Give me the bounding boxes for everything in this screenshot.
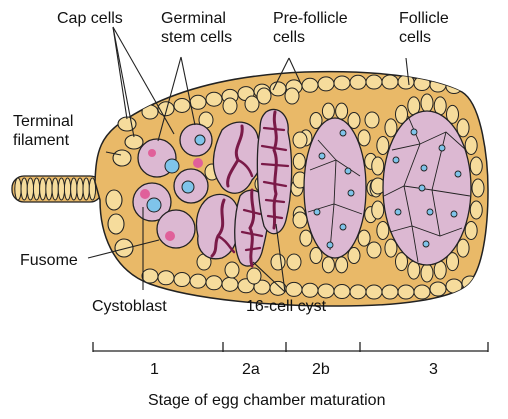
follicle-cell [372, 201, 384, 219]
filament-cell [83, 178, 89, 200]
follicle-cell [465, 137, 477, 155]
filament-cell [21, 178, 27, 200]
follicle-cell [472, 179, 484, 197]
follicle-cell [318, 284, 334, 298]
stage-3-egg-chamber [383, 111, 471, 265]
follicle-cell [350, 75, 366, 89]
follicle-cell [334, 284, 350, 298]
follicle-cell [223, 98, 237, 114]
stage-label-1: 1 [150, 360, 159, 379]
stage-label-3: 3 [429, 360, 438, 379]
follicle-cell [222, 277, 238, 291]
label-pre-follicle-cells: Pre-follicle cells [273, 9, 348, 47]
follicle-cell [302, 78, 318, 92]
follicle-cell [293, 212, 307, 228]
label-follicle-cells: Follicle cells [399, 9, 449, 47]
filament-cell [40, 178, 46, 200]
filament-cell [58, 178, 64, 200]
follicle-cell [421, 264, 433, 282]
filament-cell [64, 178, 70, 200]
follicle-cell [190, 95, 206, 109]
follicle-cell [421, 94, 433, 112]
follicle-cell [302, 283, 318, 297]
follicle-cell [336, 103, 348, 119]
follicle-cell [358, 130, 370, 146]
follicle-cell [142, 105, 158, 119]
follicle-cell [174, 272, 190, 286]
follicle-cell [350, 285, 366, 299]
filament-cell [33, 178, 39, 200]
filament-cell [46, 178, 52, 200]
follicle-cell [225, 262, 239, 278]
stage-2b-egg-chamber [304, 118, 366, 258]
follicle-cell [366, 285, 382, 299]
follicle-cell [465, 222, 477, 240]
follicle-cell [286, 282, 302, 296]
follicle-cell [287, 254, 301, 270]
follicle-cell [358, 230, 370, 246]
follicle-cell [372, 157, 384, 175]
follicle-cell [365, 112, 379, 128]
follicle-cell [190, 274, 206, 288]
follicle-cell [174, 98, 190, 112]
label-cystoblast: Cystoblast [92, 297, 167, 316]
label-16-cell-cyst: 16-cell cyst [246, 297, 326, 316]
follicle-cell [285, 88, 299, 104]
follicle-cell [377, 222, 389, 240]
follicle-cell [470, 157, 482, 175]
follicle-cell [414, 285, 430, 299]
filament-cell [52, 178, 58, 200]
follicle-cell [247, 268, 261, 284]
follicle-cell [300, 230, 312, 246]
follicle-cell [158, 271, 174, 285]
filament-cell [77, 178, 83, 200]
follicle-cell [293, 132, 307, 148]
follicle-cell [430, 282, 446, 296]
follicle-cell [470, 201, 482, 219]
follicle-cell [322, 103, 334, 119]
follicle-cell [430, 78, 446, 92]
follicle-cell [293, 153, 305, 169]
follicle-cell [366, 75, 382, 89]
filament-cell [71, 178, 77, 200]
follicle-cell [206, 92, 222, 106]
label-fusome: Fusome [20, 251, 78, 270]
follicle-cell [446, 80, 462, 94]
stage-axis-title: Stage of egg chamber maturation [148, 391, 385, 410]
follicle-cell [142, 269, 158, 283]
stage-label-2b: 2b [312, 360, 330, 379]
follicle-cell [336, 257, 348, 273]
filament-cell [15, 178, 21, 200]
stage-label-2a: 2a [242, 360, 260, 379]
follicle-cell [271, 254, 285, 270]
follicle-cell [367, 242, 381, 258]
follicle-cell [446, 279, 462, 293]
filament-cell [27, 178, 33, 200]
follicle-cell [377, 137, 389, 155]
follicle-cell [270, 82, 286, 96]
stage-axis [93, 342, 488, 352]
follicle-cell [206, 276, 222, 290]
label-cap-cells: Cap cells [57, 9, 123, 28]
label-germinal-stem-cells: Germinal stem cells [161, 9, 232, 47]
follicle-cell [398, 285, 414, 299]
terminal-filament [12, 176, 102, 202]
follicle-cell [318, 77, 334, 91]
follicle-cell [382, 75, 398, 89]
follicle-cell [334, 76, 350, 90]
label-terminal-filament: Terminal filament [13, 112, 73, 150]
follicle-cell [382, 285, 398, 299]
follicle-cell [257, 88, 271, 104]
follicle-cell [322, 257, 334, 273]
sixteen-cell-cyst [257, 109, 291, 233]
